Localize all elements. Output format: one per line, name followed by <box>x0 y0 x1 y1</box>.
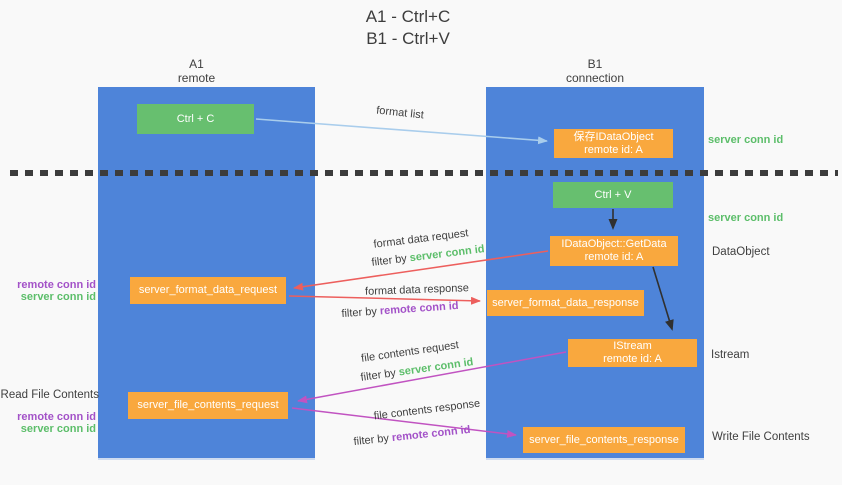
node-idataobject-getdata-line2: remote id: A <box>584 251 644 263</box>
label-right-server-conn-id-2: server conn id <box>708 212 784 224</box>
diagram-title: A1 - Ctrl+C B1 - Ctrl+V <box>288 6 528 50</box>
node-idataobject-getdata-line1: IDataObject::GetData <box>561 238 667 250</box>
node-ctrl-c: Ctrl + C <box>137 104 254 134</box>
label-left-remote-conn-id-2: remote conn id <box>17 411 96 423</box>
node-server-format-data-response: server_format_data_response <box>487 290 644 316</box>
label-left-remote-conn-id-1: remote conn id <box>17 279 96 291</box>
column-a1-name: A1 <box>189 57 204 71</box>
dashed-separator-line <box>10 170 838 176</box>
label-istream: Istream <box>711 349 750 361</box>
node-ctrl-v-label: Ctrl + V <box>594 188 632 201</box>
column-b1-name: B1 <box>587 57 603 71</box>
node-ctrl-v: Ctrl + V <box>553 182 673 208</box>
label-format-data-response: format data response <box>364 282 470 298</box>
label-write-file-contents: Write File Contents <box>712 431 810 443</box>
node-istream-line1: IStream <box>613 340 652 352</box>
node-istream: IStream remote id: A <box>568 339 697 367</box>
node-istream-line2: remote id: A <box>603 353 662 365</box>
node-server-file-contents-request-label: server_file_contents_request <box>137 399 279 411</box>
column-header-b1: B1 connection <box>486 57 704 85</box>
column-header-a1: A1 remote <box>88 57 305 85</box>
column-b1-role: connection <box>565 71 625 85</box>
label-format-list: format list <box>375 104 425 122</box>
node-save-idataobject-line1: 保存IDataObject <box>573 130 654 143</box>
node-server-file-contents-response-label: server_file_contents_response <box>529 433 679 446</box>
node-ctrl-c-label: Ctrl + C <box>176 112 215 125</box>
node-idataobject-getdata: IDataObject::GetData remote id: A <box>550 236 678 266</box>
label-file-contents-response: file contents response <box>373 397 481 423</box>
node-save-idataobject: 保存IDataObject remote id: A <box>554 129 673 158</box>
node-server-file-contents-response: server_file_contents_response <box>523 427 685 453</box>
node-save-idataobject-line2: remote id: A <box>584 143 643 156</box>
node-server-format-data-request-label: server_format_data_request <box>138 284 278 296</box>
node-server-format-data-request: server_format_data_request <box>130 277 286 304</box>
title-line-1: A1 - Ctrl+C <box>365 7 451 26</box>
title-line-2: B1 - Ctrl+V <box>366 29 450 48</box>
node-server-format-data-response-label: server_format_data_response <box>492 296 639 309</box>
column-a1-role: remote <box>177 71 216 85</box>
label-read-file-contents: Read File Contents <box>0 389 99 401</box>
node-server-file-contents-request: server_file_contents_request <box>128 392 288 419</box>
label-left-server-conn-id-2: server conn id <box>20 423 96 435</box>
label-dataobject: DataObject <box>712 246 770 258</box>
label-right-server-conn-id-1: server conn id <box>708 134 784 146</box>
label-left-server-conn-id-1: server conn id <box>20 291 96 303</box>
